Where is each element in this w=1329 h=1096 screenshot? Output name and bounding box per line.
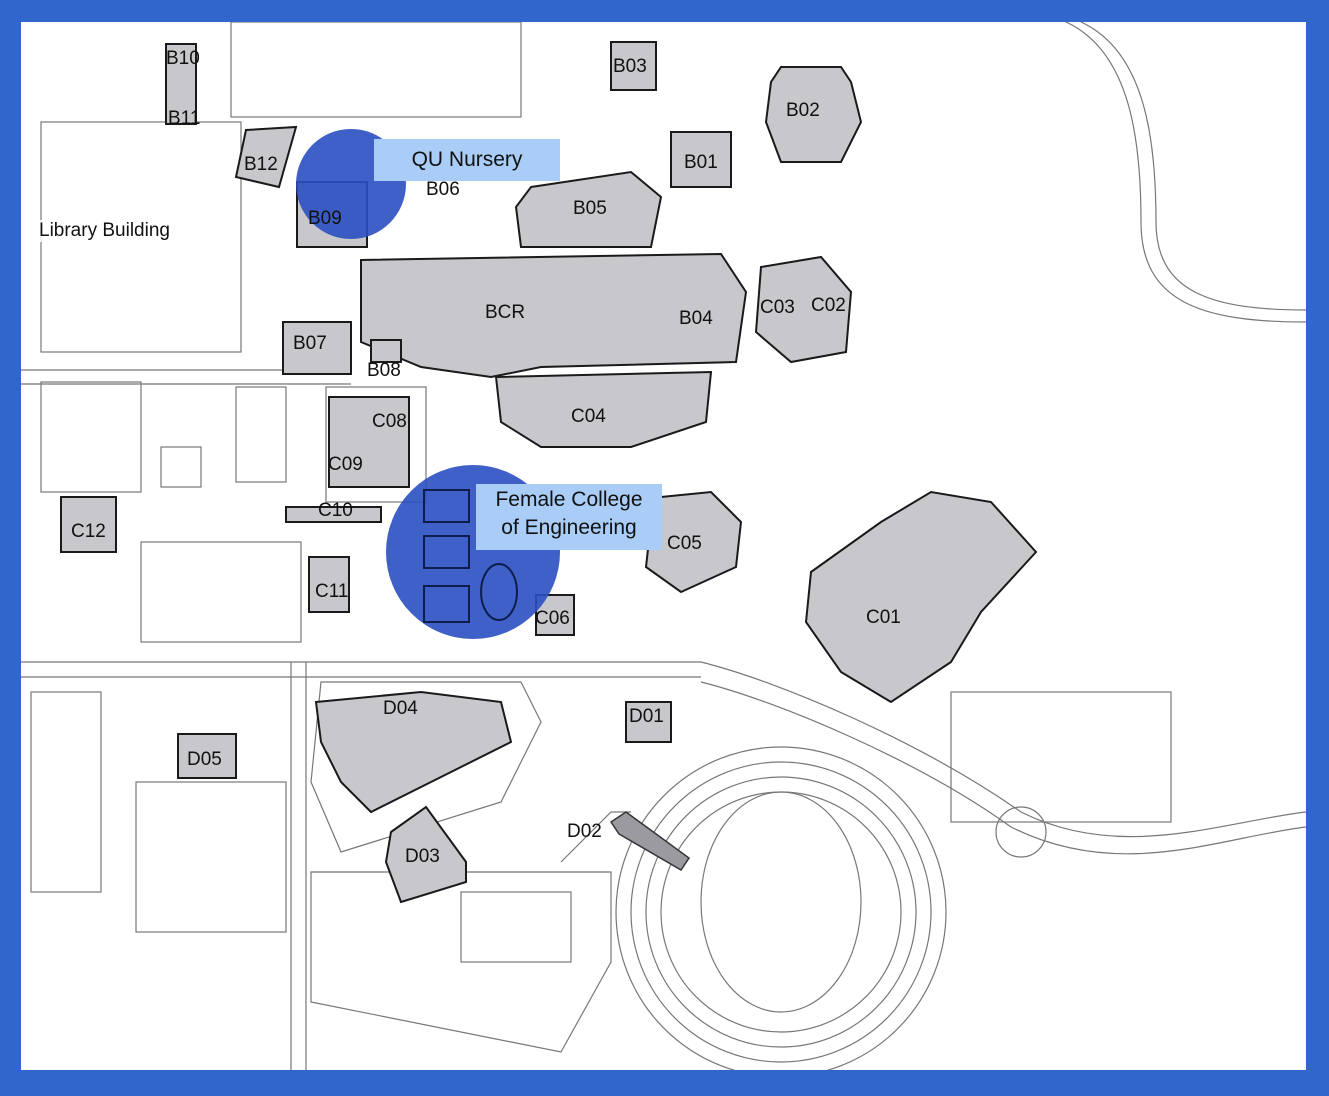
label-c04: C04 (571, 406, 606, 427)
label-d05: D05 (187, 749, 222, 770)
building-b12[interactable] (234, 125, 298, 189)
campus-map-drawing: B10 B11 B12 B09 B06 B03 B02 B01 B05 BCR … (21, 22, 1306, 1070)
engineering-outline (423, 489, 518, 623)
building-c01[interactable] (804, 490, 1038, 704)
building-d03[interactable] (384, 805, 467, 904)
label-b08: B08 (367, 360, 401, 381)
label-d04: D04 (383, 698, 418, 719)
engineering-line2: of Engineering (501, 516, 637, 539)
label-bcr: BCR (485, 302, 525, 323)
female-engineering-callout: Female College of Engineering (476, 484, 662, 550)
label-c12: C12 (71, 521, 106, 542)
building-b01[interactable] (670, 131, 732, 188)
label-b01: B01 (684, 152, 718, 173)
library-building-label: Library Building (37, 220, 172, 242)
building-b10-b11[interactable] (165, 43, 197, 125)
building-d05[interactable] (177, 733, 237, 779)
buildings (60, 41, 1038, 904)
building-d04[interactable] (314, 690, 513, 814)
label-b03: B03 (613, 56, 647, 77)
label-c09: C09 (328, 454, 363, 475)
label-c10: C10 (318, 500, 353, 521)
label-b07: B07 (293, 333, 327, 354)
road-network (21, 22, 1306, 1070)
building-b03[interactable] (610, 41, 657, 91)
label-c05: C05 (667, 533, 702, 554)
label-c02: C02 (811, 295, 846, 316)
building-b07[interactable] (282, 321, 352, 375)
building-d01[interactable] (625, 701, 672, 743)
label-b11: B11 (168, 108, 200, 129)
building-c11[interactable] (308, 556, 350, 613)
label-b05: B05 (573, 198, 607, 219)
label-c01: C01 (866, 607, 901, 628)
qu-nursery-text: QU Nursery (411, 148, 523, 171)
label-b12: B12 (244, 154, 278, 175)
building-c02-c03[interactable] (754, 255, 853, 364)
label-b04: B04 (679, 308, 713, 329)
label-c08: C08 (372, 411, 407, 432)
qu-nursery-callout: QU Nursery (374, 139, 560, 181)
building-c08-c09[interactable] (328, 396, 410, 488)
label-c11: C11 (315, 581, 348, 602)
label-b06: B06 (426, 179, 460, 200)
engineering-line1: Female College (495, 488, 643, 511)
label-d03: D03 (405, 846, 440, 867)
label-d02: D02 (567, 821, 602, 842)
label-c03: C03 (760, 297, 795, 318)
campus-map[interactable]: B10 B11 B12 B09 B06 B03 B02 B01 B05 BCR … (21, 22, 1306, 1070)
d02-arrow (609, 811, 691, 872)
building-c04[interactable] (494, 370, 713, 448)
building-labels: B10 B11 B12 B09 B06 B03 B02 B01 B05 BCR … (71, 48, 901, 867)
building-c10[interactable] (285, 506, 382, 523)
label-b02: B02 (786, 100, 820, 121)
label-b09: B09 (308, 208, 342, 229)
label-b10: B10 (166, 48, 200, 69)
building-b02[interactable] (764, 66, 863, 163)
building-b05[interactable] (514, 170, 663, 248)
building-b08[interactable] (370, 339, 402, 363)
label-c06: C06 (535, 608, 570, 629)
label-d01: D01 (629, 706, 664, 727)
building-c12[interactable] (60, 496, 117, 553)
